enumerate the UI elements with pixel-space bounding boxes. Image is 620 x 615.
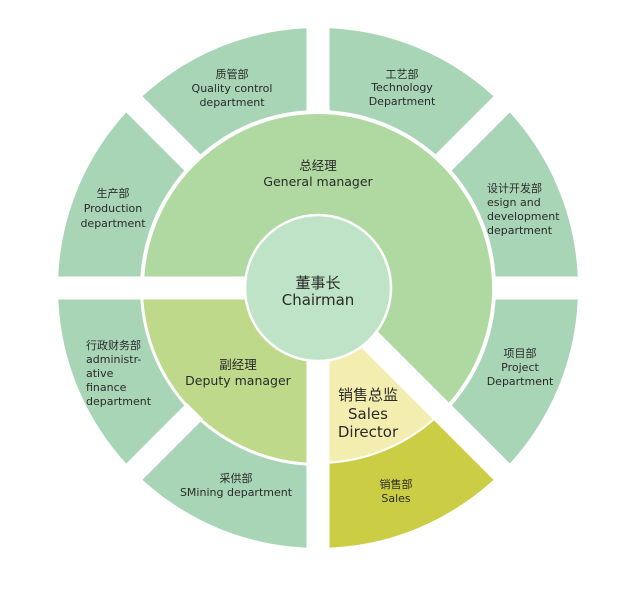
general-manager-zh: 总经理 xyxy=(299,158,337,173)
project-zh: 项目部 xyxy=(504,346,537,360)
project-en2: Department xyxy=(487,375,554,388)
sales-en1: Sales xyxy=(381,492,411,505)
mining-zh: 采供部 xyxy=(220,471,253,485)
sales-director-zh: 销售总监 xyxy=(338,386,398,404)
technology-dept-segment xyxy=(318,28,502,163)
chairman-en: Chairman xyxy=(282,291,355,309)
divider-gap xyxy=(118,402,204,488)
technology-zh: 工艺部 xyxy=(386,67,419,81)
chairman-zh: 董事长 xyxy=(295,274,340,292)
deputy-manager-zh: 副经理 xyxy=(219,357,257,372)
deputy-manager-label: 副经理 Deputy manager xyxy=(185,357,291,388)
technology-en2: Department xyxy=(369,95,436,108)
quality-en1: Quality control xyxy=(192,82,273,95)
general-manager-en: General manager xyxy=(263,174,373,189)
admin-en4: department xyxy=(86,395,152,408)
project-en1: Project xyxy=(501,361,539,374)
chairman-label: 董事长 Chairman xyxy=(282,274,355,309)
sales-dept-segment xyxy=(318,411,502,548)
technology-en1: Technology xyxy=(370,81,433,94)
technology-dept-label: 工艺部 Technology Department xyxy=(369,67,436,108)
sales-director-en1: Sales xyxy=(348,405,388,423)
mining-en1: SMining department xyxy=(180,486,293,499)
admin-en3: finance xyxy=(86,381,127,394)
design-dept-segment xyxy=(443,104,578,288)
sales-dept-label: 销售部 Sales xyxy=(380,477,413,505)
quality-dept-label: 质管部 Quality control department xyxy=(192,67,273,109)
production-dept-segment xyxy=(58,104,193,288)
divider-gap xyxy=(118,88,204,174)
divider-gap xyxy=(432,88,518,174)
admin-zh: 行政财务部 xyxy=(86,338,141,352)
sales-director-en2: Director xyxy=(338,423,399,441)
production-en2: department xyxy=(80,217,146,230)
admin-en1: administr- xyxy=(86,353,141,366)
design-dept-label: 设计开发部 esign and development department xyxy=(487,181,560,237)
design-en2: development xyxy=(487,210,560,223)
mining-dept-segment xyxy=(134,413,318,548)
mining-dept-label: 采供部 SMining department xyxy=(180,471,293,499)
quality-zh: 质管部 xyxy=(216,67,249,81)
admin-dept-segment xyxy=(58,288,193,472)
sales-director-label: 销售总监 Sales Director xyxy=(338,386,399,441)
deputy-manager-en: Deputy manager xyxy=(185,373,291,388)
admin-en2: ative xyxy=(86,367,114,380)
admin-dept-label: 行政财务部 administr- ative finance departmen… xyxy=(86,338,152,408)
chairman-circle xyxy=(243,213,393,363)
general-manager-label: 总经理 General manager xyxy=(263,158,373,189)
project-dept-segment xyxy=(443,288,578,472)
project-dept-label: 项目部 Project Department xyxy=(487,346,554,388)
production-dept-label: 生产部 Production department xyxy=(80,186,146,230)
design-en1: esign and xyxy=(487,196,541,209)
quality-dept-segment xyxy=(134,28,318,163)
sales-zh: 销售部 xyxy=(380,477,413,491)
production-en1: Production xyxy=(84,202,143,215)
quality-en2: department xyxy=(199,96,265,109)
design-en3: department xyxy=(487,224,553,237)
production-zh: 生产部 xyxy=(97,186,130,200)
design-zh: 设计开发部 xyxy=(487,181,542,195)
